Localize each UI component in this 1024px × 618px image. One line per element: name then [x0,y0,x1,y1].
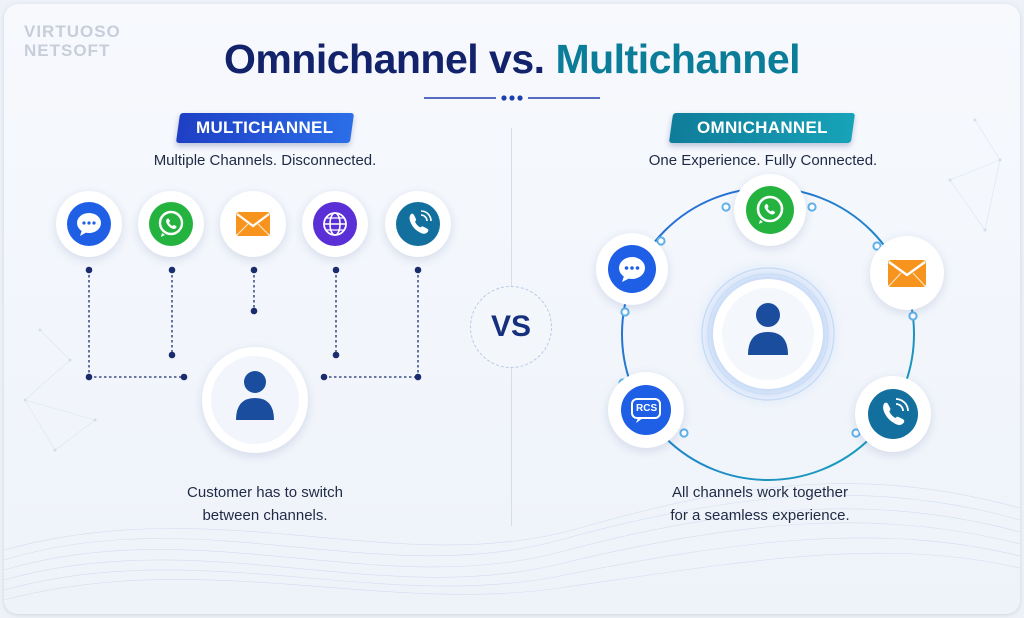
multichannel-caption-line-1: Customer has to switch [187,484,343,501]
globe-icon [313,202,357,246]
email-icon [236,212,270,236]
omni-rcs-node: RCS [608,372,684,448]
omnichannel-caption: All channels work together for a seamles… [610,481,910,527]
title-multichannel: Multichannel [555,36,801,82]
whatsapp-icon [149,202,193,246]
chat-icon [608,245,656,293]
multichannel-caption: Customer has to switch between channels. [120,481,410,527]
phone-icon [868,389,918,439]
phone-icon [396,202,440,246]
rcs-icon [621,385,671,435]
title-omnichannel: Omnichannel vs. [223,36,545,82]
multi-chat-node [56,191,122,257]
vs-badge: VS [470,286,552,368]
multi-whatsapp-node [138,191,204,257]
omnichannel-caption-line-1: All channels work together [672,484,848,501]
person-icon [211,356,299,444]
multi-customer-node [202,347,308,453]
omnichannel-subtitle: One Experience. Fully Connected. [648,152,878,169]
title-underline [424,95,600,101]
omnichannel-caption-line-2: for a seamless experience. [670,507,850,524]
logo-line-2: NETSOFT [24,41,111,60]
omni-email-node [870,236,944,310]
rcs-label: RCS [636,403,658,414]
email-icon [888,260,926,287]
whatsapp-icon [746,186,794,234]
omni-customer-node [713,279,823,389]
multi-email-node [220,191,286,257]
page-title: Omnichannel vs. Multichannel [0,36,1024,83]
chat-icon [67,202,111,246]
multi-phone-node [385,191,451,257]
omni-phone-node [855,376,931,452]
brand-logo: VIRTUOSO NETSOFT [24,22,121,60]
omni-chat-node [596,233,668,305]
multichannel-caption-line-2: between channels. [202,507,328,524]
multi-globe-node [302,191,368,257]
multichannel-subtitle: Multiple Channels. Disconnected. [153,152,377,169]
omni-whatsapp-node [734,174,806,246]
person-icon [722,288,814,380]
logo-line-1: VIRTUOSO [24,22,121,41]
